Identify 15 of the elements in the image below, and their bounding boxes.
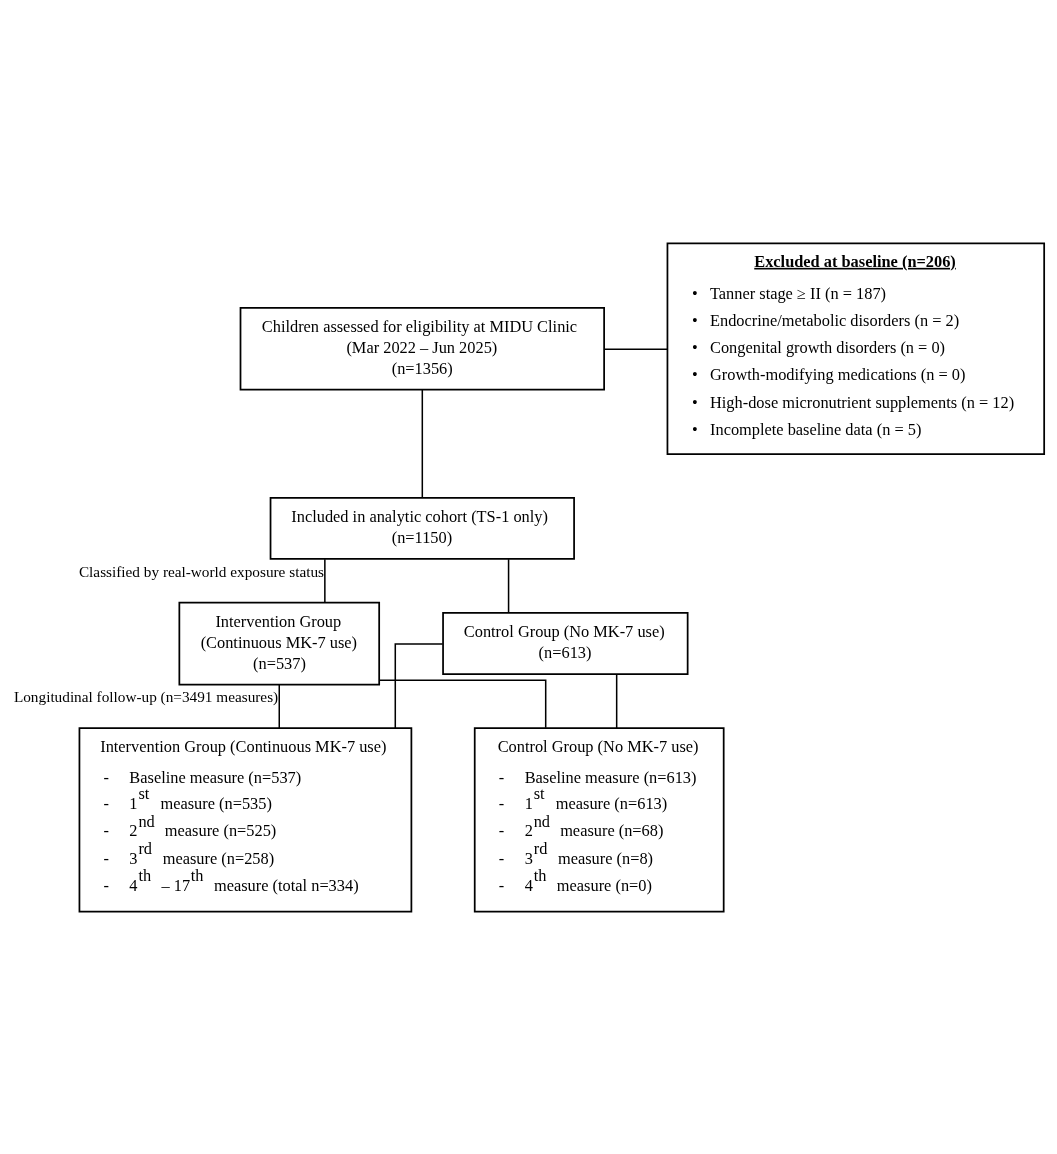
connector [421, 388, 424, 498]
node-box: Control Group (No MK-7 use) (n=613) [442, 611, 689, 675]
node-box: Included in analytic cohort (TS-1 only) (n=1150) [269, 496, 575, 560]
node-box: Excluded at baseline (n=206) • Tanner stage ≥ II (n = 187) • Endocrine/metabolic disorders (n = 2) • Congenital growth disorders (n = 0) • Growth-modifying medications (n = 0) • High-dose micronutrient supplements (n = 12) • Incomplete baseline data (n = 5) [666, 242, 1046, 455]
connector [615, 673, 618, 729]
connector [603, 348, 669, 350]
node-box: Children assessed for eligibility at MIDU Clinic (Mar 2022 – Jun 2025) (n=1356) [239, 306, 605, 391]
connector [507, 557, 510, 613]
edge-label: Longitudinal follow-up (n=3491 measures) [13, 687, 279, 705]
connector [324, 557, 326, 603]
connector [278, 683, 281, 729]
node-box: Intervention Group (Continuous MK-7 use) (n=537) [178, 601, 381, 685]
edge-label: Classified by real-world exposure status [78, 562, 324, 580]
connector [394, 642, 444, 729]
connector [378, 678, 547, 729]
